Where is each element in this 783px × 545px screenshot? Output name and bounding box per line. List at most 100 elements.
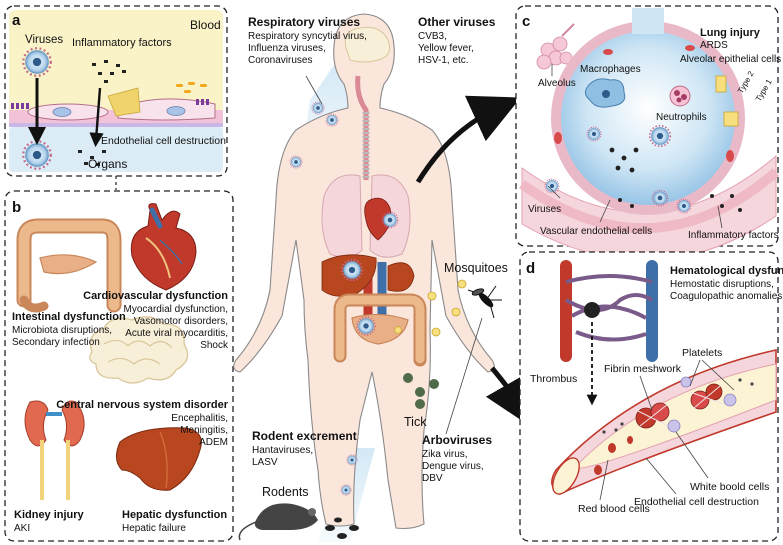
lung-ards: ARDS	[700, 40, 728, 51]
panel-a: a Blood Viruses Inflammatory factors End…	[4, 5, 228, 190]
neutrophil-cell	[669, 85, 691, 107]
label-blood: Blood	[190, 18, 221, 32]
liver-illustration	[116, 427, 202, 491]
label-thrombus: Thrombus	[530, 373, 577, 385]
airway-neck	[632, 8, 664, 34]
panel-d: d	[519, 251, 783, 542]
arbo-line: Zika virus,	[422, 449, 468, 460]
arbo-line: DBV	[422, 473, 443, 484]
other-line: Yellow fever,	[418, 43, 474, 54]
label-rodents: Rodents	[262, 485, 309, 499]
type1-cell	[715, 75, 727, 93]
hepatic-title: Hepatic dysfunction	[122, 509, 227, 521]
capillary-bed	[560, 260, 658, 362]
cardio-line: Acute viral myocarditis,	[125, 328, 228, 339]
label-platelets: Platelets	[682, 347, 722, 359]
hema-title: Hematological dysfunction	[670, 265, 783, 277]
rodent-line: Hantaviruses,	[252, 445, 313, 456]
heart-small	[364, 197, 392, 241]
label-neutrophils: Neutrophils	[656, 112, 707, 123]
platelet-pointer	[689, 359, 701, 387]
panel-b: b Intesti	[4, 190, 234, 542]
vascular-pointer	[599, 199, 611, 223]
cns-line: Meningitis,	[180, 425, 228, 436]
capillary-red-cells	[554, 45, 734, 162]
label-endothelial-d: Endothelial cell destruction	[634, 496, 759, 508]
left-lung	[321, 174, 363, 258]
label-macrophages: Macrophages	[580, 64, 641, 75]
vessel-wall-blue	[9, 123, 223, 127]
label-red-cells: Red blood cells	[578, 503, 650, 515]
label-tick: Tick	[404, 415, 427, 429]
rodent-icon	[238, 503, 359, 541]
viruses-pointer	[547, 185, 561, 199]
label-vascular-cells: Vascular endothelial cells	[540, 226, 652, 237]
cns-line: Encephalitis,	[171, 413, 228, 424]
intestinal-title: Intestinal dysfunction	[12, 311, 126, 323]
cardio-line: Vasomotor disorders,	[134, 316, 228, 327]
platelet-dots	[602, 378, 754, 434]
label-inflammatory-c: Inflammatory factors	[688, 230, 779, 241]
lung-inflammatory-dots	[609, 147, 742, 212]
label-viruses-c: Viruses	[528, 204, 561, 215]
blood-zone	[9, 10, 223, 113]
alveolus-icon	[536, 23, 575, 70]
panel-letter-d: d	[526, 260, 535, 277]
label-white-cells: White boold cells	[690, 481, 769, 493]
cell-nucleus	[166, 106, 186, 116]
cardio-line: Shock	[200, 340, 229, 351]
inflam-pointer	[717, 205, 723, 229]
red-blood-cells	[594, 436, 633, 475]
lung-title: Lung injury	[700, 27, 761, 39]
torn-cell-fragment	[107, 87, 141, 117]
respiratory-title: Respiratory viruses	[248, 15, 360, 29]
endothelial-pointer	[645, 457, 677, 495]
panel-letter-b: b	[12, 199, 21, 216]
platelet-pointer	[701, 359, 735, 391]
arbo-title: Arboviruses	[422, 433, 492, 447]
red-pointer	[599, 459, 609, 501]
factor-arrow	[89, 87, 104, 148]
other-title: Other viruses	[418, 15, 496, 29]
respiratory-line: Influenza viruses,	[248, 43, 326, 54]
cardio-title: Cardiovascular dysfunction	[83, 290, 228, 302]
membrane-receptors	[11, 99, 209, 109]
label-fibrin: Fibrin meshwork	[604, 363, 682, 375]
respiratory-line: Respiratory syncytial virus,	[248, 31, 367, 42]
arbo-pointer	[445, 317, 483, 435]
arbo-line: Dengue virus,	[422, 461, 484, 472]
intestine-illustration	[16, 218, 122, 313]
label-organs: Organs	[88, 157, 127, 171]
thrombus-clots	[635, 383, 725, 429]
type2-cell	[723, 111, 739, 127]
organ-zone	[9, 127, 223, 172]
trachea	[355, 75, 369, 180]
stomach	[387, 262, 415, 292]
brain-small	[344, 26, 391, 63]
label-inflammatory-factors: Inflammatory factors	[72, 37, 172, 49]
hepatic-line: Hepatic failure	[122, 523, 186, 534]
rodent-line: LASV	[252, 457, 278, 468]
respiratory-line: Coronaviruses	[248, 55, 312, 66]
respiratory-pointer	[305, 75, 323, 105]
panel-letter-c: c	[522, 13, 530, 30]
tick-icon	[403, 373, 439, 409]
white-pointer	[675, 431, 709, 479]
panel-c: c	[515, 5, 781, 261]
label-viruses: Viruses	[25, 34, 63, 46]
arrow-to-lung	[415, 95, 521, 184]
vessel-opening	[552, 457, 580, 495]
capillary-band-inner	[519, 168, 780, 234]
panel-letter-a: a	[12, 12, 21, 29]
label-alveolar-cells: Alveolar epithelial cells	[680, 54, 781, 65]
macrophage-cell	[584, 78, 626, 108]
center-body: Respiratory viruses Respiratory syncytia…	[233, 13, 533, 542]
kidney-illustration	[24, 400, 85, 500]
white-blood-cells	[667, 376, 737, 433]
damaged-cell	[117, 98, 216, 121]
kidney-title: Kidney injury	[14, 509, 85, 521]
arbovirus-particles	[394, 279, 467, 337]
intestine-small-inner	[335, 295, 425, 365]
heart-illustration	[130, 203, 197, 291]
